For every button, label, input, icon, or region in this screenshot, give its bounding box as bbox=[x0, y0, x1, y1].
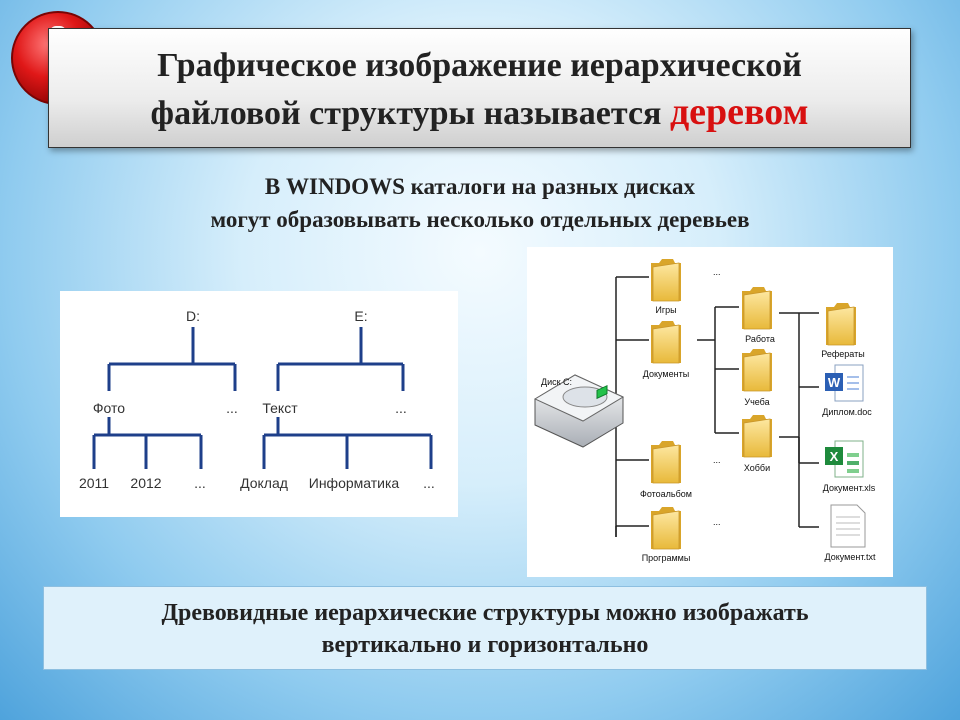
more-igry: ... bbox=[713, 267, 721, 277]
folder-ucheba-label: Учеба bbox=[744, 397, 769, 407]
folder-programmy-icon bbox=[650, 506, 682, 550]
vertical-tree-lines bbox=[92, 327, 433, 469]
title-line-2-prefix: файловой структуры называется bbox=[150, 95, 662, 132]
folder-fotoalbom-icon bbox=[650, 440, 682, 484]
node-2012: 2012 bbox=[130, 475, 161, 491]
folder-igry-icon bbox=[650, 258, 682, 302]
title-box: Графическое изображение иерархической фа… bbox=[48, 28, 911, 148]
folder-ucheba-icon bbox=[741, 348, 773, 392]
bottom-line-1: Древовидные иерархические структуры можн… bbox=[161, 600, 809, 626]
node-foto: Фото bbox=[93, 400, 125, 416]
node-d: D: bbox=[186, 308, 200, 324]
folder-referaty-icon bbox=[825, 302, 857, 346]
node-e: E: bbox=[354, 308, 367, 324]
node-2011: 2011 bbox=[79, 475, 109, 491]
folder-programmy-label: Программы bbox=[642, 553, 691, 563]
folder-igry-label: Игры bbox=[655, 305, 676, 315]
title-highlight: деревом bbox=[669, 91, 809, 133]
folder-dokumenty-label: Документы bbox=[643, 369, 689, 379]
horizontal-tree-diagram: Диск С: Игры ... Документы Фотоальбом ..… bbox=[533, 258, 876, 563]
file-xls-label: Документ.xls bbox=[823, 483, 876, 493]
node-informatika: Информатика bbox=[309, 475, 400, 491]
title-line-1: Графическое изображение иерархической bbox=[157, 47, 802, 84]
folder-hobbi-label: Хобби bbox=[744, 463, 770, 473]
text-document-icon bbox=[830, 504, 866, 548]
word-document-icon: W bbox=[825, 364, 864, 402]
node-foto-more: ... bbox=[194, 475, 206, 491]
bottom-statement: Древовидные иерархические структуры можн… bbox=[43, 586, 927, 670]
disk-label: Диск С: bbox=[541, 377, 572, 387]
subtitle: В WINDOWS каталоги на разных дисках могу… bbox=[0, 170, 960, 236]
node-e-more: ... bbox=[395, 400, 407, 416]
subtitle-line-2: могут образовывать несколько отдельных д… bbox=[210, 207, 750, 232]
more-programmy: ... bbox=[713, 517, 721, 527]
file-txt-label: Документ.txt bbox=[825, 552, 876, 562]
node-doklad: Доклад bbox=[240, 475, 288, 491]
folder-referaty-label: Рефераты bbox=[821, 349, 864, 359]
node-tekst: Текст bbox=[262, 400, 298, 416]
folder-rabota-label: Работа bbox=[745, 334, 775, 344]
folder-hobbi-icon bbox=[741, 414, 773, 458]
folder-fotoalbom-label: Фотоальбом bbox=[640, 489, 692, 499]
node-d-more: ... bbox=[226, 400, 238, 416]
vertical-tree-diagram: D: E: Фото ... Текст ... 2011 2012 ... Д… bbox=[79, 308, 435, 491]
svg-text:X: X bbox=[830, 449, 839, 464]
bottom-line-2: вертикально и горизонтально bbox=[321, 632, 649, 658]
hard-disk-icon bbox=[533, 374, 625, 448]
subtitle-line-1: В WINDOWS каталоги на разных дисках bbox=[264, 174, 696, 199]
horizontal-tree-panel: Диск С: Игры ... Документы Фотоальбом ..… bbox=[527, 247, 893, 577]
title-line-2: файловой структуры называется деревом bbox=[49, 89, 910, 137]
vertical-tree-panel: D: E: Фото ... Текст ... 2011 2012 ... Д… bbox=[60, 291, 458, 517]
node-tekst-more: ... bbox=[423, 475, 435, 491]
more-fotoalbom: ... bbox=[713, 455, 721, 465]
svg-text:W: W bbox=[828, 375, 841, 390]
file-diplom-label: Диплом.doc bbox=[822, 407, 872, 417]
folder-rabota-icon bbox=[741, 286, 773, 330]
folder-dokumenty-icon bbox=[650, 320, 682, 364]
excel-document-icon: X bbox=[825, 440, 864, 478]
